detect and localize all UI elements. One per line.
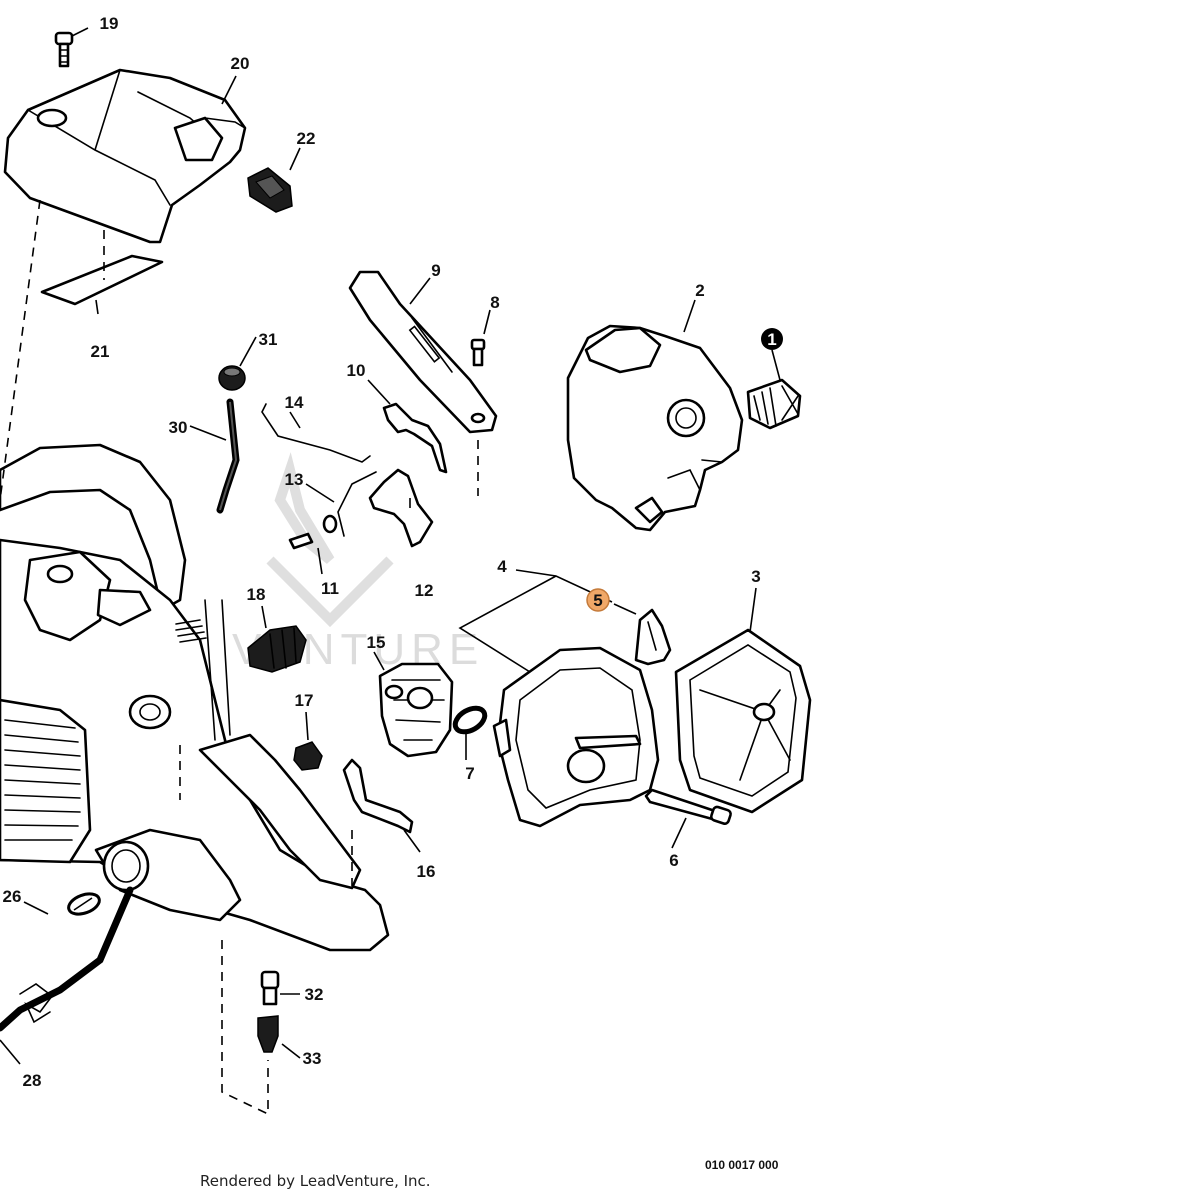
part-bolt-6[interactable] <box>644 788 732 826</box>
part-screw-8[interactable] <box>470 338 486 367</box>
chainsaw-body <box>0 443 390 952</box>
part-screw-19[interactable] <box>54 31 74 68</box>
part-gasket-7[interactable] <box>451 703 489 736</box>
part-grommet-31[interactable] <box>218 365 246 391</box>
callout-30[interactable]: 30 <box>169 418 188 437</box>
callout-2[interactable]: 2 <box>695 281 704 300</box>
callout-9[interactable]: 9 <box>431 261 440 280</box>
part-grommet-17[interactable] <box>293 741 323 771</box>
highlight-marker-5 <box>586 588 610 612</box>
part-base-plate-4[interactable] <box>492 646 660 828</box>
part-air-filter-3[interactable] <box>674 628 812 814</box>
part-clip-5[interactable] <box>634 608 672 666</box>
leader-lines <box>0 27 781 1116</box>
callout-32[interactable]: 32 <box>305 985 324 1004</box>
callout-26[interactable]: 26 <box>3 887 22 906</box>
callout-4[interactable]: 4 <box>497 557 507 576</box>
callout-8[interactable]: 8 <box>490 293 499 312</box>
callout-3[interactable]: 3 <box>751 567 760 586</box>
footer-credit: Rendered by LeadVenture, Inc. <box>200 1172 431 1190</box>
callout-22[interactable]: 22 <box>297 129 316 148</box>
part-rod-14[interactable] <box>261 403 371 463</box>
part-fitting-32[interactable] <box>260 970 280 1006</box>
part-top-cover-20[interactable] <box>3 68 247 244</box>
callout-19[interactable]: 19 <box>100 14 119 33</box>
diagram-code: 010 0017 000 <box>705 1158 779 1172</box>
part-lever-10[interactable] <box>382 402 448 474</box>
callout-11[interactable]: 11 <box>321 579 339 598</box>
part-oring-26[interactable] <box>66 890 102 918</box>
callout-17[interactable]: 17 <box>295 691 314 710</box>
part-intake-boot-18[interactable] <box>247 625 307 673</box>
callout-badge-1 <box>761 328 783 350</box>
part-fitting-33[interactable] <box>257 1015 279 1053</box>
callout-5[interactable]: 5 <box>593 591 602 610</box>
callout-7[interactable]: 7 <box>465 764 474 783</box>
part-carburetor-15[interactable] <box>378 662 454 758</box>
callout-21[interactable]: 21 <box>91 342 110 361</box>
callout-12[interactable]: 12 <box>415 581 434 600</box>
part-hose-30[interactable] <box>216 398 240 514</box>
part-grommet-22[interactable] <box>247 167 293 213</box>
callout-15[interactable]: 15 <box>367 633 386 652</box>
part-label-21[interactable] <box>40 254 164 306</box>
callout-33[interactable]: 33 <box>303 1049 322 1068</box>
callout-14[interactable]: 14 <box>285 393 304 412</box>
callout-31[interactable]: 31 <box>259 330 278 349</box>
callout-labels: 1 2 3 4 5 6 7 8 9 10 11 12 13 14 15 16 1… <box>3 14 777 1090</box>
callout-13[interactable]: 13 <box>285 470 304 489</box>
part-handle-cover-9[interactable] <box>348 270 498 434</box>
callout-18[interactable]: 18 <box>247 585 266 604</box>
callout-28[interactable]: 28 <box>23 1071 42 1090</box>
callout-6[interactable]: 6 <box>669 851 678 870</box>
callout-1[interactable]: 1 <box>767 330 776 349</box>
part-hose-28[interactable] <box>0 886 134 1032</box>
part-spring-13[interactable] <box>322 471 377 537</box>
part-knob-1[interactable] <box>746 378 802 430</box>
callout-20[interactable]: 20 <box>231 54 250 73</box>
part-lever-16[interactable] <box>342 758 414 834</box>
part-shroud-cover-2[interactable] <box>566 324 744 532</box>
callout-10[interactable]: 10 <box>347 361 366 380</box>
callout-16[interactable]: 16 <box>417 862 436 881</box>
part-trigger-12[interactable] <box>368 468 434 548</box>
part-pin-11[interactable] <box>288 532 314 550</box>
